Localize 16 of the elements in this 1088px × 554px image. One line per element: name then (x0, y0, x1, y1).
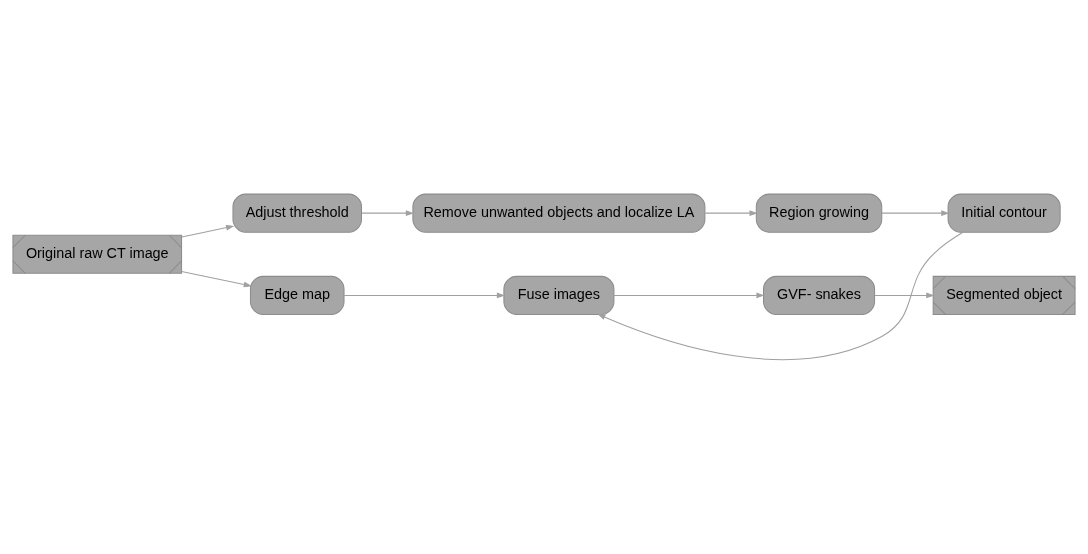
arrow (181, 224, 235, 238)
node-box: Fuse images (503, 275, 615, 315)
node-box: Remove unwanted objects and localize LA (412, 193, 706, 233)
node-box: GVF- snakes (763, 275, 876, 315)
node-box: Region growing (755, 193, 883, 233)
arrow (343, 292, 506, 299)
arrow (181, 271, 252, 288)
arrow (881, 210, 950, 216)
arrow (704, 210, 758, 216)
node-box: Edge map (249, 275, 345, 315)
arrow (597, 231, 964, 361)
node-box: Initial contour (947, 193, 1061, 233)
node-box: Adjust threshold (232, 193, 362, 233)
arrow (874, 292, 935, 299)
arrow (613, 292, 765, 299)
arrow (361, 210, 415, 216)
